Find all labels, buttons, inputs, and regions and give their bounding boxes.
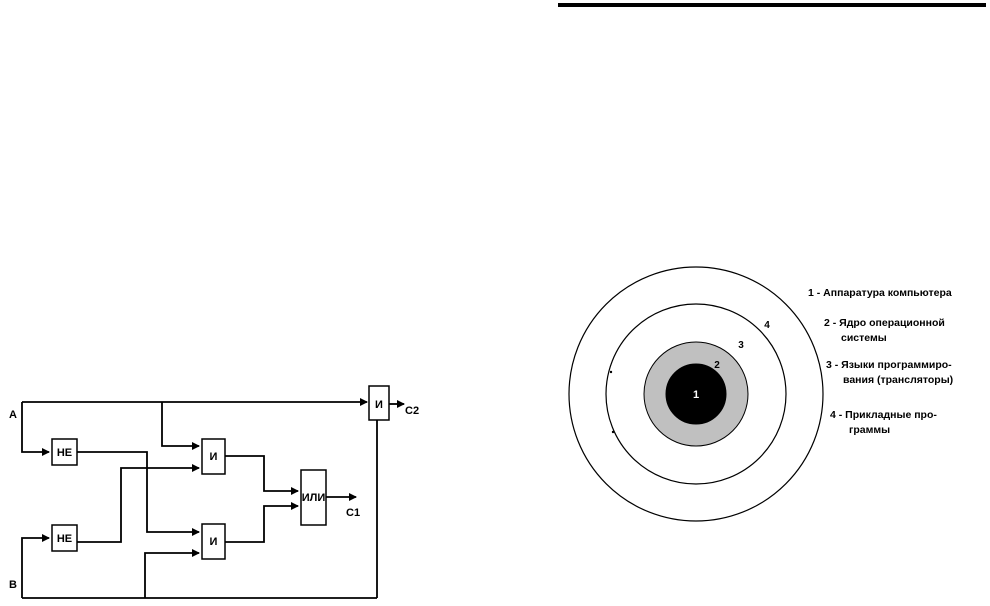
input-label-a: А	[9, 409, 17, 421]
legend-item-1: 1 - Аппаратура компьютера	[808, 286, 952, 301]
wire-and-top-to-or	[225, 455, 299, 495]
legend-item-1-text: 1 - Аппаратура компьютера	[808, 287, 952, 299]
legend-item-3-line2: вания (трансляторы)	[843, 374, 954, 386]
and-gate-top-label: И	[210, 451, 218, 463]
top-horizontal-rule	[558, 3, 986, 7]
not-gate-bottom	[51, 524, 78, 552]
legend-item-2-line1: 2 - Ядро операционной	[824, 317, 945, 329]
ring-mark-dot	[611, 430, 615, 434]
os-layers-diagram: 1 2 3 4	[568, 266, 824, 522]
logic-circuit-diagram: А В НЕ НЕ И И ИЛИ И	[9, 385, 419, 599]
not-gate-top-label: НЕ	[57, 447, 72, 459]
and-gate-bottom	[201, 523, 226, 560]
and-gate-top	[201, 438, 226, 475]
and-gate-right	[368, 385, 390, 421]
legend-item-3: 3 - Языки программиро- вания (транслятор…	[826, 358, 953, 388]
ring-number-4: 4	[764, 320, 770, 331]
legend-item-4: 4 - Прикладные про- граммы	[830, 408, 937, 438]
wire-b-to-not-bottom	[21, 534, 50, 598]
ring-number-2: 2	[714, 360, 720, 371]
legend-item-3-line1: 3 - Языки программиро-	[826, 359, 952, 371]
and-gate-bottom-label: И	[210, 536, 218, 548]
not-gate-bottom-label: НЕ	[57, 533, 72, 545]
wire-b-to-and-bottom	[144, 549, 200, 598]
legend-item-2: 2 - Ядро операционной системы	[824, 316, 945, 346]
wire-not-top-to-and-bottom	[77, 451, 200, 536]
wire-a-to-not-top	[21, 402, 50, 456]
legend-item-4-line2: граммы	[849, 424, 891, 436]
input-label-b: В	[9, 579, 17, 591]
not-gate-top	[51, 438, 78, 466]
output-label-c1: С1	[346, 507, 360, 519]
and-gate-right-label: И	[375, 399, 383, 411]
core-hardware	[665, 363, 727, 425]
legend-item-4-line1: 4 - Прикладные про-	[830, 409, 937, 421]
output-label-c2: С2	[405, 405, 419, 417]
wire-a-to-and-top	[161, 402, 200, 450]
or-gate-label: ИЛИ	[302, 492, 326, 504]
legend-item-2-line2: системы	[841, 332, 887, 344]
ring-number-3: 3	[738, 340, 744, 351]
ring-mark-dot	[609, 370, 613, 374]
ring-number-1: 1	[693, 389, 699, 401]
wire-and-bottom-to-or	[225, 502, 299, 543]
or-gate	[300, 469, 327, 526]
wire-not-bottom-to-and-top	[77, 464, 200, 543]
